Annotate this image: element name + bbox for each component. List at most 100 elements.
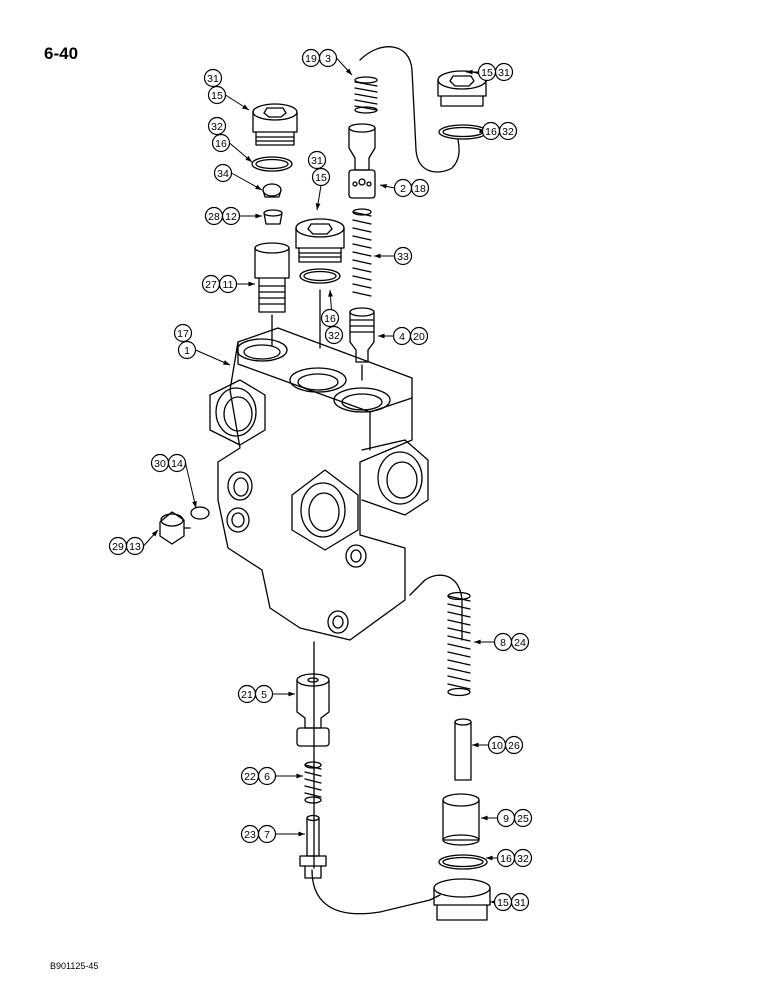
piston-5 (296, 673, 330, 747)
callout-circle (257, 766, 277, 786)
callout-circle (510, 892, 530, 912)
callout-circle (254, 684, 274, 704)
callout-circle (207, 116, 227, 136)
spool-2 (348, 123, 376, 199)
pin-26 (454, 718, 472, 781)
callout-arrowhead (380, 183, 387, 189)
callout-arrowhead (242, 104, 249, 110)
callout-number: 3 (325, 53, 331, 65)
callout-number: 15 (315, 172, 327, 184)
callout-circle (257, 824, 277, 844)
poppet-4 (349, 307, 375, 363)
callout-number: 34 (217, 168, 229, 180)
callout-circle (311, 167, 331, 187)
callout-number: 15 (211, 90, 223, 102)
callout-9-25: 9 25 (481, 808, 533, 828)
callout-number: 18 (414, 183, 426, 195)
callout-number: 5 (261, 689, 267, 701)
callout-circle (211, 133, 231, 153)
callout-circle (207, 85, 227, 105)
callout-number: 1 (184, 345, 190, 357)
spring-6 (304, 761, 322, 804)
callout-number: 22 (244, 771, 256, 783)
callout-28-12: 28 12 (204, 206, 262, 226)
callout-number: 25 (517, 813, 529, 825)
callout-number: 28 (208, 211, 220, 223)
callout-arrowhead (296, 773, 303, 779)
callout-number: 12 (225, 211, 237, 223)
callout-circle (513, 808, 533, 828)
callout-circle (320, 308, 340, 328)
callout-circle (513, 848, 533, 868)
callout-circle (125, 536, 145, 556)
callout-number: 24 (514, 637, 526, 649)
callout-arrowhead (481, 815, 488, 821)
callout-21-5: 21 5 (237, 684, 295, 704)
reference-line-top (359, 46, 460, 173)
callout-number: 32 (517, 853, 529, 865)
callout-number: 20 (413, 331, 425, 343)
cartridge-11 (254, 242, 290, 313)
callout-number: 32 (502, 126, 514, 138)
callout-34: 34 (213, 163, 263, 191)
callout-number: 13 (129, 541, 141, 553)
callout-circle (307, 150, 327, 170)
oring-16-c (299, 268, 341, 284)
callout-number: 6 (264, 771, 270, 783)
callout-number: 21 (241, 689, 253, 701)
callout-number: 16 (485, 126, 497, 138)
callout-circle (494, 62, 514, 82)
callout-circle (498, 121, 518, 141)
callout-number: 31 (207, 73, 219, 85)
callout-arrowhead (374, 253, 381, 259)
callout-arrowhead (151, 530, 158, 537)
callout-circle (409, 326, 429, 346)
callout-arrowhead (255, 184, 262, 190)
callout-circle (318, 48, 338, 68)
plug-15-upper-left (252, 103, 298, 146)
callout-arrowhead (378, 333, 385, 339)
callout-arrowhead (288, 691, 295, 697)
spring-3 (354, 76, 378, 114)
callout-circle (173, 323, 193, 343)
callout-arrowhead (328, 290, 333, 297)
page-number: 6-40 (44, 44, 79, 63)
callout-circle (393, 246, 413, 266)
callout-number: 11 (223, 279, 234, 291)
oring-14 (190, 506, 210, 520)
callout-number: 30 (154, 458, 166, 470)
callout-arrowhead (466, 69, 473, 75)
callout-circle (324, 325, 344, 345)
callout-number: 8 (500, 637, 506, 649)
callout-circle (213, 163, 233, 183)
callout-number: 9 (503, 813, 509, 825)
spring-33 (352, 208, 372, 297)
callout-number: 32 (211, 121, 223, 133)
callout-number: 23 (244, 829, 256, 841)
callout-circle (203, 68, 223, 88)
ball-34 (262, 183, 282, 198)
figure-code: B901125-45 (50, 961, 99, 971)
callout-number: 27 (205, 279, 217, 291)
callout-circle (504, 735, 524, 755)
reference-line-bottom (409, 574, 463, 641)
callout-22-6: 22 6 (240, 766, 303, 786)
callout-circle (221, 206, 241, 226)
callout-arrowhead (345, 68, 352, 75)
plug-15-upper-right (437, 70, 487, 107)
callout-number: 33 (397, 251, 409, 263)
callout-arrowhead (223, 360, 230, 365)
seat-12 (263, 209, 283, 225)
